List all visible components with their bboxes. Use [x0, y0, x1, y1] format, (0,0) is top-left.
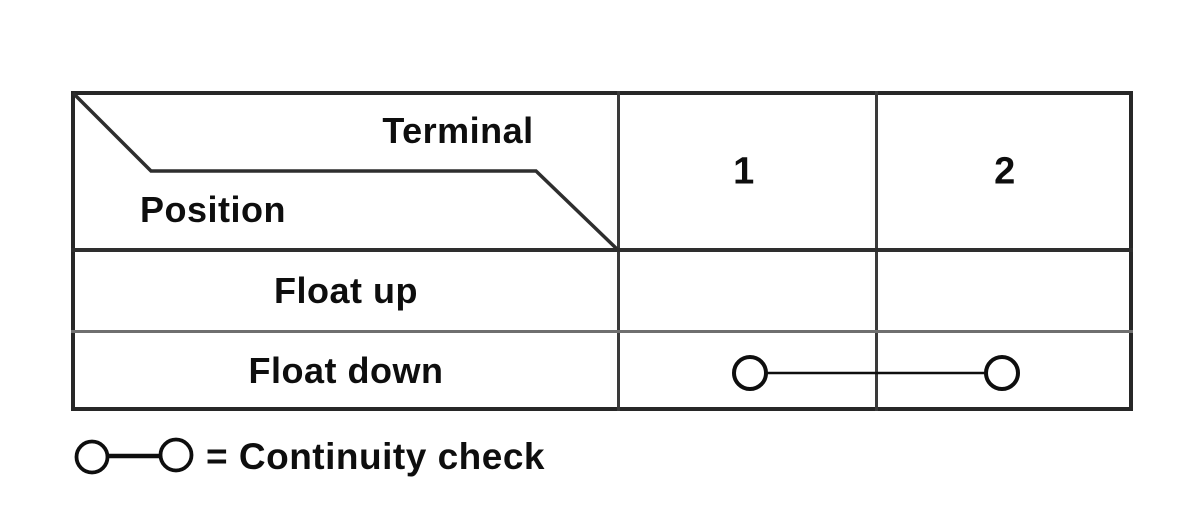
legend-circle-left-icon	[74, 439, 110, 475]
continuity-circle-terminal-1-icon	[732, 355, 768, 391]
column-header-terminal-1: 1	[733, 150, 755, 193]
row-divider	[71, 330, 1133, 333]
terminal-header-label: Terminal	[382, 110, 534, 151]
continuity-circle-terminal-2-icon	[984, 355, 1020, 391]
legend-text: = Continuity check	[206, 436, 545, 477]
column-header-terminal-2: 2	[994, 150, 1016, 193]
row-label-float-up: Float up	[274, 270, 418, 311]
legend-continuity-symbol-icon	[74, 437, 194, 475]
diagonal-header-split	[71, 91, 620, 251]
legend-circle-right-icon	[158, 437, 194, 473]
row-label-float-down: Float down	[248, 350, 444, 391]
continuity-symbol-float-down	[732, 355, 1020, 391]
position-header-label: Position	[140, 189, 286, 230]
header-bottom-divider	[71, 248, 1133, 252]
